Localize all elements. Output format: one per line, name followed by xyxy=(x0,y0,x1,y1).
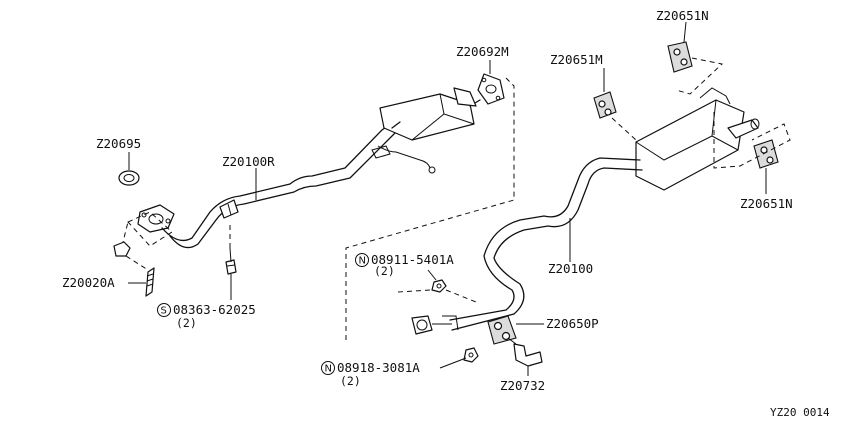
bracket-z20732 xyxy=(507,337,543,367)
label-z20651n-top: Z20651N xyxy=(656,8,709,23)
nut-08918-number: 08918-3081A xyxy=(337,360,420,375)
hanger-z20651m xyxy=(593,91,617,119)
hanger-z20651n-top xyxy=(667,41,693,73)
hanger-z20650p xyxy=(487,315,517,345)
nut-08918-symbol: N xyxy=(325,364,332,375)
nut-08911-number: 08911-5401A xyxy=(371,252,454,267)
nut-08911-qty: (2) xyxy=(374,264,395,278)
nut-08918 xyxy=(463,347,479,363)
leader-nut-08918 xyxy=(439,357,467,369)
bolt-08363-qty: (2) xyxy=(176,316,197,330)
bolt-08363-symbol: S xyxy=(161,306,167,317)
nut-08911 xyxy=(431,279,447,293)
callout-nut-08911: N 08911-5401A (2) xyxy=(355,252,454,278)
nut-08911-symbol: N xyxy=(359,256,366,267)
label-z20692m: Z20692M xyxy=(456,44,509,59)
label-z20732: Z20732 xyxy=(500,378,545,393)
label-z20651m: Z20651M xyxy=(550,52,603,67)
dashed-z20651m xyxy=(611,117,637,141)
bolt-08363-number: 08363-62025 xyxy=(173,302,256,317)
leader-z20651n-top xyxy=(683,21,687,43)
hanger-z20651n-right xyxy=(753,139,779,169)
outlet-flange xyxy=(453,87,477,107)
callout-nut-08918: N 08918-3081A (2) xyxy=(321,360,420,388)
label-z20020a: Z20020A xyxy=(62,275,115,290)
gasket-ring-z20695 xyxy=(118,170,140,186)
label-z20100r: Z20100R xyxy=(222,154,275,169)
gasket-z20692m xyxy=(477,73,505,105)
diagram-code: YZ20 0014 xyxy=(770,406,830,419)
nut-08918-qty: (2) xyxy=(340,374,361,388)
main-muffler xyxy=(635,87,760,191)
callout-bolt-08363: S 08363-62025 (2) xyxy=(157,302,256,330)
stud-bolt-z20020a xyxy=(113,241,155,297)
label-z20650p: Z20650P xyxy=(546,316,599,331)
label-z20100: Z20100 xyxy=(548,261,593,276)
front-tube-flange xyxy=(137,204,175,233)
bolt-08363 xyxy=(225,225,237,275)
leader-nut-08911 xyxy=(427,269,437,281)
dashed-z20651n-right xyxy=(713,112,791,169)
front-tube-z20100r xyxy=(161,117,436,249)
dashed-flange-box xyxy=(127,211,173,247)
label-z20695: Z20695 xyxy=(96,136,141,151)
label-z20651n-right: Z20651N xyxy=(740,196,793,211)
dashed-z20651n-top xyxy=(675,57,724,95)
rear-tube-z20100 xyxy=(411,157,643,335)
